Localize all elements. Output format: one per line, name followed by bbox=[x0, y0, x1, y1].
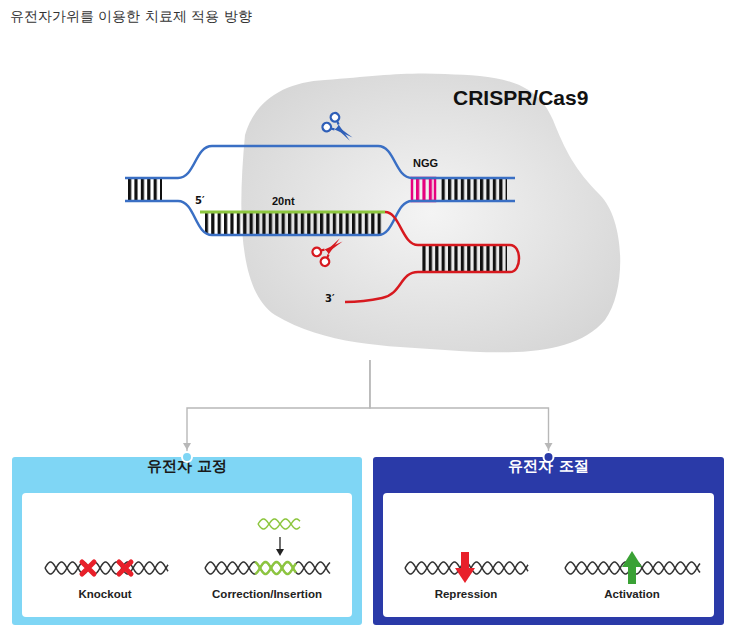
connector-line bbox=[187, 360, 370, 457]
category-panel: 유전자 교정 KnockoutCorrection/Insertion bbox=[12, 457, 362, 625]
category-panel: 유전자 조절 RepressionActivation bbox=[373, 457, 724, 625]
arrow-head bbox=[545, 443, 553, 450]
blob-outline bbox=[241, 73, 620, 352]
icon-caption: Correction/Insertion bbox=[177, 588, 357, 600]
page-title: 유전자가위를 이용한 치료제 적용 방향 bbox=[10, 8, 252, 26]
connector-line bbox=[370, 360, 549, 457]
enzyme-name: CRISPR/Cas9 bbox=[453, 86, 588, 110]
icon-caption: Repression bbox=[376, 588, 556, 600]
panel-body bbox=[383, 493, 714, 617]
panel-heading: 유전자 교정 bbox=[12, 457, 362, 493]
strand-label: NGG bbox=[413, 157, 438, 169]
strand-label: 20nt bbox=[272, 195, 295, 207]
arrow-head bbox=[183, 443, 191, 450]
icon-caption: Knockout bbox=[15, 588, 195, 600]
enzyme-blob: CRISPR/Cas9 bbox=[235, 70, 625, 360]
panel-heading: 유전자 조절 bbox=[373, 457, 724, 493]
strand-label: 5′ bbox=[195, 195, 205, 206]
connector bbox=[370, 360, 554, 462]
strand-label: 3′ bbox=[325, 293, 335, 304]
blob-shape bbox=[235, 70, 625, 360]
icon-caption: Activation bbox=[542, 588, 722, 600]
base-pairs bbox=[128, 179, 162, 200]
connector bbox=[182, 360, 370, 462]
